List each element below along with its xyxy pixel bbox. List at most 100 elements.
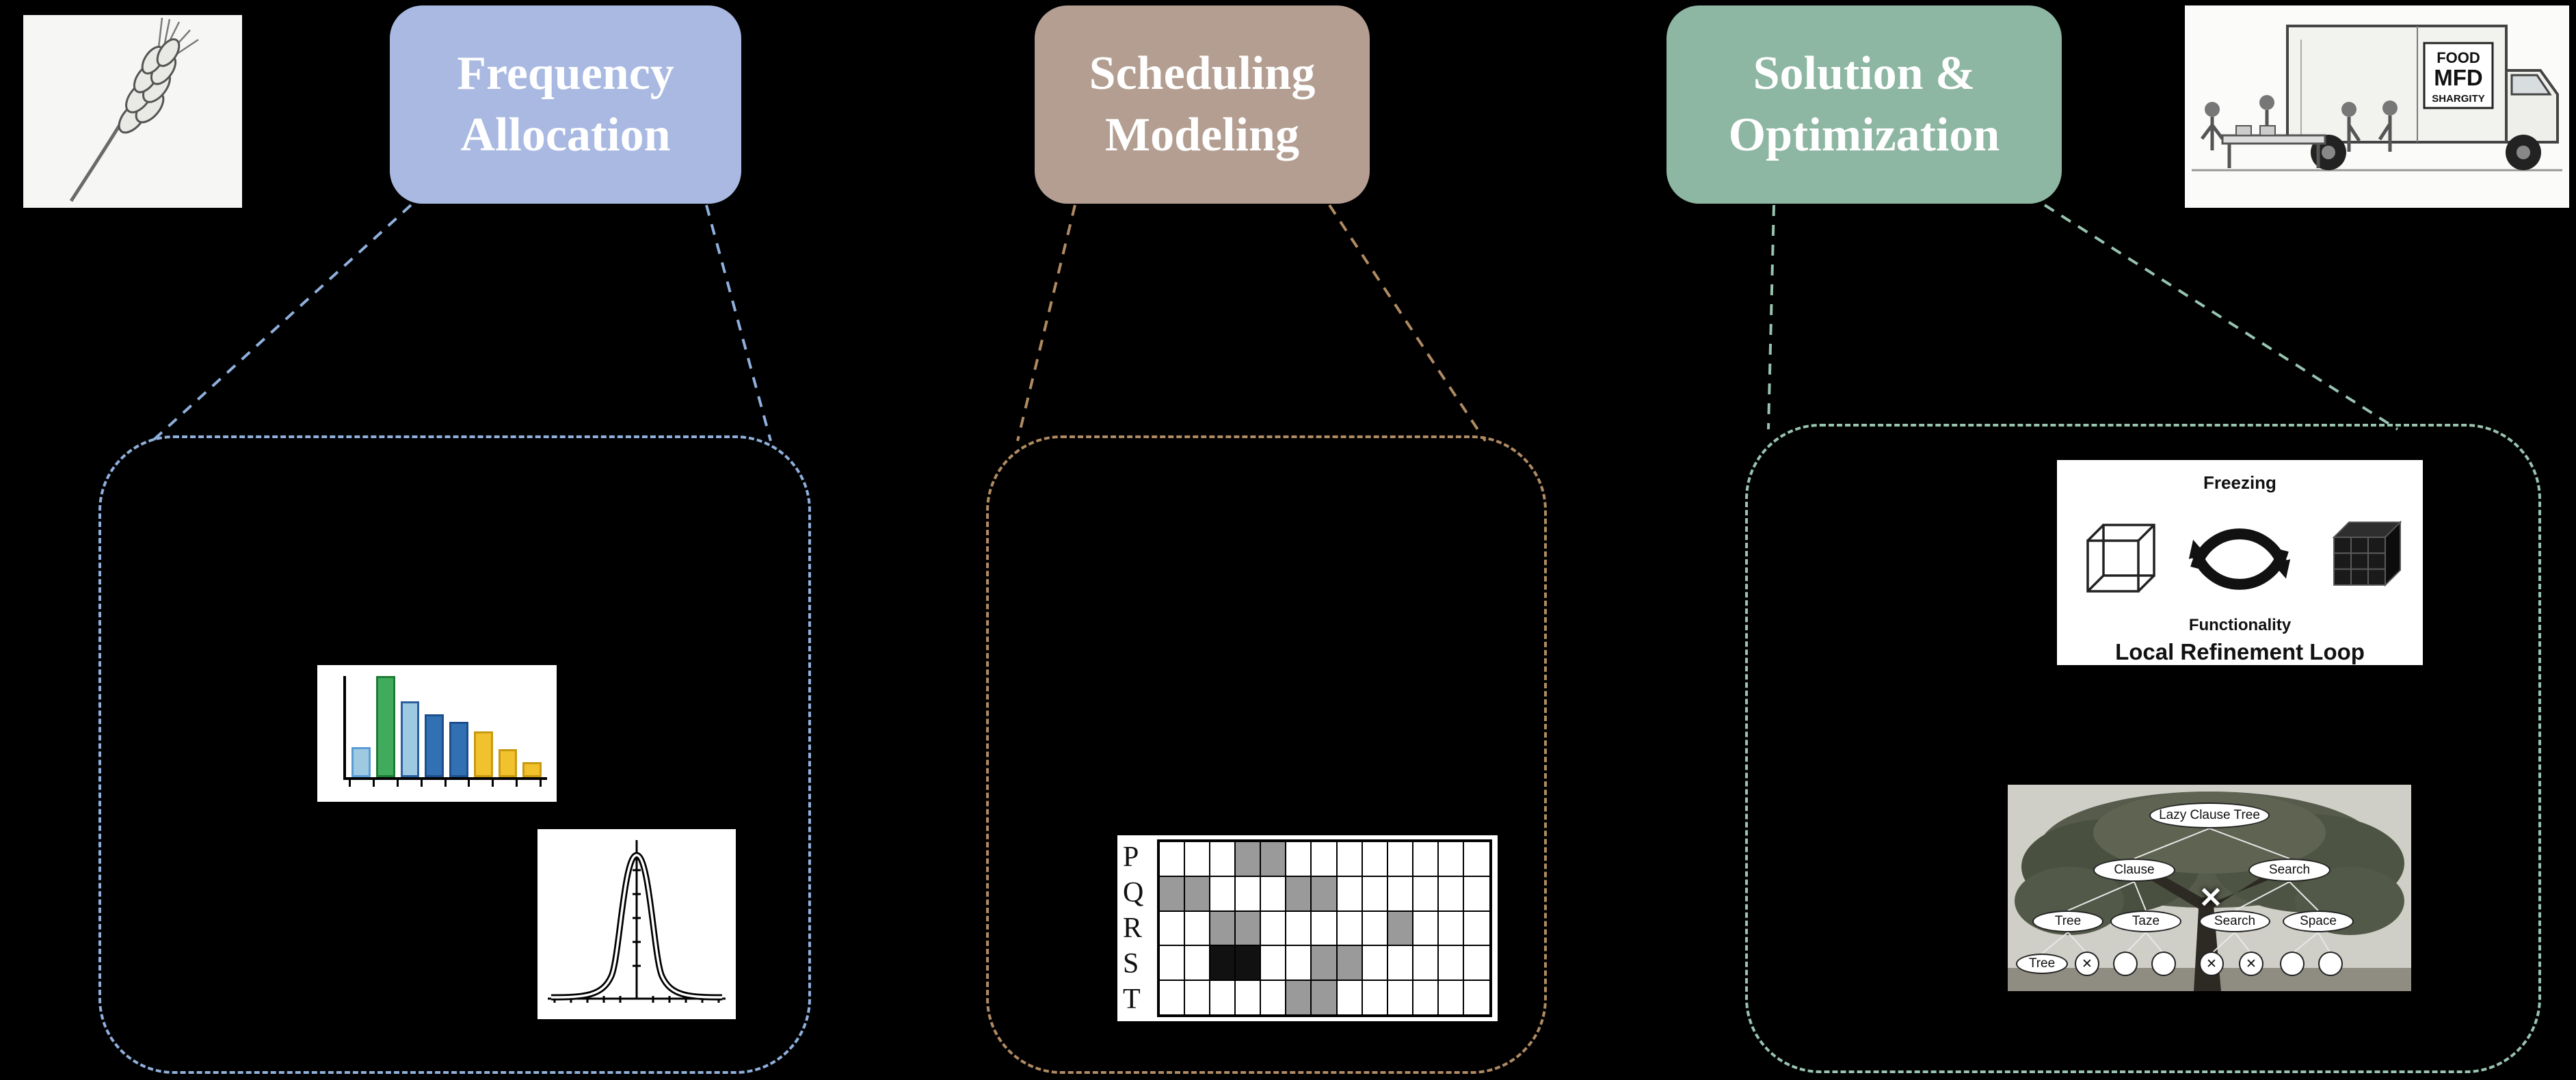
bell-curve-axes (548, 840, 726, 1003)
schedule-cell (1261, 876, 1287, 912)
schedule-cell (1210, 911, 1236, 947)
truck-sketch: FOOD MFD SHARGITY (2192, 25, 2562, 172)
tree-connector-line (2289, 881, 2319, 911)
schedule-cell (1160, 876, 1186, 912)
tree-connector-line (2211, 932, 2235, 954)
tree-connector-line (2134, 828, 2210, 859)
bell-curve-panel (537, 829, 736, 1019)
schedule-cell (1413, 842, 1439, 877)
histogram-bar (351, 746, 371, 777)
schedule-cell (1362, 876, 1388, 912)
schedule-cell (1261, 946, 1287, 982)
tree-node-root: Lazy Clause Tree (2149, 802, 2270, 828)
schedule-cell (1362, 911, 1388, 947)
truck-sign-line1: FOOD (2436, 49, 2480, 66)
histogram-bar (522, 761, 542, 777)
histogram-x-axis-ticks (349, 780, 542, 787)
schedule-cell (1261, 981, 1287, 1014)
bell-curve-line (550, 852, 723, 1001)
tree-connector-line (2234, 881, 2290, 911)
schedule-cell (1438, 981, 1464, 1014)
truck-body (2286, 25, 2559, 170)
loop-label-functionality: Functionality (2188, 616, 2292, 634)
histogram-panel (317, 665, 557, 802)
schedule-cell (1463, 842, 1489, 877)
schedule-grid (1157, 839, 1492, 1017)
axis-tick (444, 780, 447, 787)
schedule-cell (1362, 842, 1388, 877)
schedule-cell (1413, 946, 1439, 982)
histogram-bar (473, 731, 493, 777)
cycle-arrows (2188, 528, 2291, 590)
schedule-cell (1413, 911, 1439, 947)
schedule-cell (1337, 946, 1363, 982)
tree-connector-line (2134, 881, 2147, 911)
tree-node-level3: Tree (2032, 910, 2103, 932)
schedule-cell (1362, 946, 1388, 982)
schedule-cell (1185, 911, 1211, 947)
pruning-cross-mark: ✕ (2199, 881, 2223, 914)
schedule-cell (1210, 981, 1236, 1014)
zoom-container-frequency (98, 435, 811, 1074)
voxel-cube (2332, 520, 2402, 587)
stage-box-solution-optimization: Solution & Optimization (1667, 5, 2062, 204)
truck-sign-line3: SHARGITY (2432, 93, 2485, 105)
refinement-loop-graphic (2086, 520, 2402, 593)
tree-connector-line (2067, 881, 2135, 911)
funnel-connector-line (1328, 204, 1487, 442)
schedule-cell (1236, 911, 1262, 947)
funnel-connector-line (705, 204, 772, 442)
stage-title-line: Solution & (1753, 47, 1976, 100)
schedule-cell (1312, 842, 1338, 877)
schedule-cell (1286, 842, 1312, 877)
schedule-cell (1387, 876, 1413, 912)
axis-tick (492, 780, 494, 787)
schedule-cell (1463, 876, 1489, 912)
schedule-cell (1210, 842, 1236, 877)
wheat-grains (118, 38, 181, 134)
axis-tick (516, 780, 518, 787)
schedule-row-label: S (1123, 948, 1139, 980)
funnel-connector-line (2043, 204, 2399, 431)
tree-node-level3: Taze (2110, 910, 2181, 932)
bell-curve-plot (548, 840, 726, 1003)
schedule-row-label: R (1123, 913, 1143, 944)
truck-sign: FOOD MFD SHARGITY (2423, 42, 2494, 109)
schedule-cell (1438, 911, 1464, 947)
schedule-cell (1463, 911, 1489, 947)
histogram-bar (449, 721, 468, 777)
people-and-table (2201, 95, 2398, 168)
funnel-connector-line (1767, 204, 1775, 430)
schedule-cell (1185, 842, 1211, 877)
schedule-cell (1413, 876, 1439, 912)
wireframe-cube (2086, 524, 2155, 593)
schedule-cell (1438, 842, 1464, 877)
schedule-row-label: P (1123, 841, 1139, 873)
schedule-cell (1438, 946, 1464, 982)
schedule-cell (1463, 946, 1489, 982)
schedule-cell (1362, 981, 1388, 1014)
tree-node-leaf-crossed: ✕ (2199, 951, 2224, 976)
schedule-cell (1185, 981, 1211, 1014)
tree-connector-line (2234, 932, 2252, 954)
wheat-illustration (23, 15, 242, 208)
schedule-cell (1160, 981, 1186, 1014)
schedule-cell (1438, 876, 1464, 912)
tree-node-leaf-circle (2113, 951, 2138, 976)
schedule-cell (1286, 911, 1312, 947)
zoom-container-solution (1745, 424, 2541, 1073)
schedule-cell (1236, 842, 1262, 877)
tree-node-level2: Search (2248, 859, 2331, 882)
schedule-cell (1160, 842, 1186, 877)
schedule-cell (1387, 911, 1413, 947)
schedule-cell (1210, 876, 1236, 912)
funnel-connector-line (151, 204, 412, 442)
axis-tick (396, 780, 399, 787)
schedule-row-label: Q (1123, 877, 1144, 908)
stage-title-line: Scheduling (1089, 47, 1316, 100)
food-truck-illustration: FOOD MFD SHARGITY (2185, 5, 2569, 208)
loop-label-freezing: Freezing (2203, 472, 2276, 493)
